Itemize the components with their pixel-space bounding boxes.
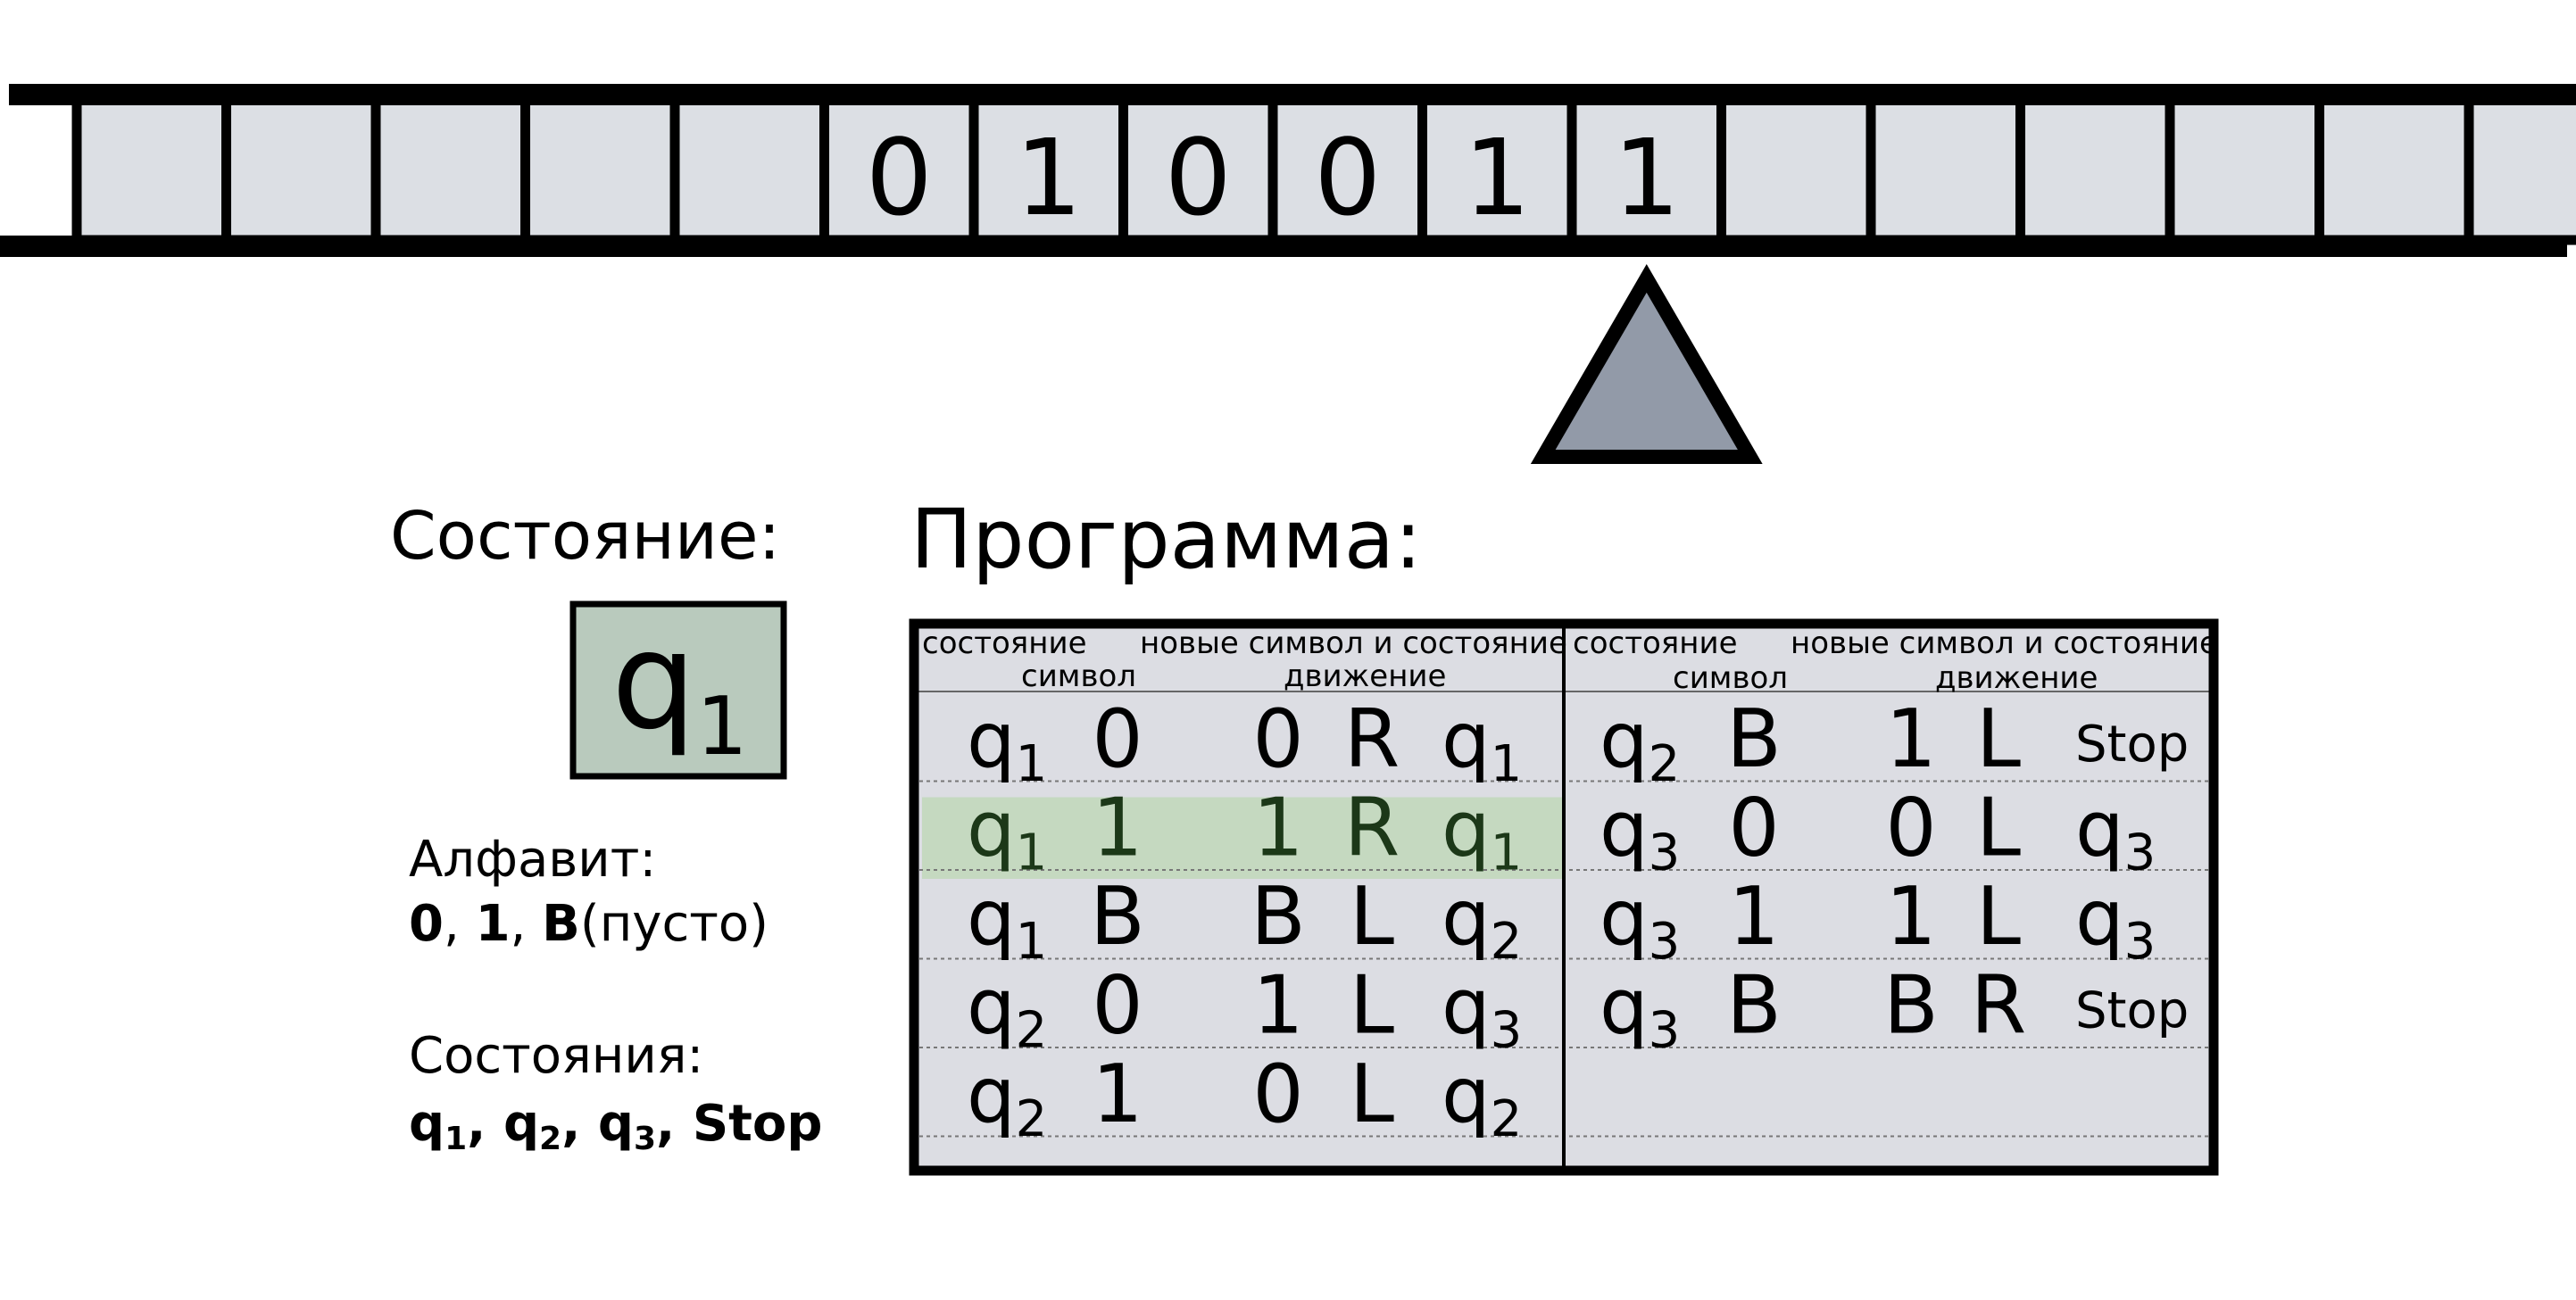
rule-state: q3 (1600, 874, 1680, 971)
rule-move: R (1344, 692, 1400, 786)
header-symbol-left: символ (1021, 658, 1136, 694)
rule-state: q1 (967, 874, 1047, 971)
rule-read-symbol: 0 (1092, 692, 1143, 786)
active-rule-highlight (922, 797, 1564, 879)
tape-cell (2464, 95, 2576, 245)
rule-next-state: Stop (2075, 716, 2189, 774)
tape-top-rail (9, 84, 2576, 105)
rule-move: L (1350, 1047, 1394, 1141)
rule-next-state: q1 (1442, 785, 1522, 882)
tape-bottom-rail (0, 236, 2567, 257)
tape-cell-symbol: 1 (1015, 116, 1082, 239)
read-write-head-icon (1530, 264, 1763, 464)
rule-next-state: q2 (1442, 1051, 1522, 1148)
tape-cell (520, 95, 680, 245)
rule-state: q3 (1600, 785, 1680, 882)
rule-write-symbol: 0 (1885, 782, 1936, 875)
rule-move: L (1976, 870, 2021, 964)
rule-read-symbol: B (1726, 692, 1782, 786)
rule-read-symbol: 0 (1092, 959, 1143, 1053)
rule-read-symbol: 1 (1092, 1047, 1143, 1141)
tape-cell-symbol: 0 (1314, 116, 1381, 239)
rule-state: q2 (967, 963, 1047, 1060)
tape-cell (1866, 95, 2025, 245)
header-new-left: новые символ и состояние (1140, 625, 1567, 661)
alphabet-title: Алфавит: (409, 831, 656, 889)
header-state-right: состояние (1573, 625, 1738, 661)
current-state-box (569, 600, 787, 780)
rule-move: L (1976, 692, 2021, 786)
rule-write-symbol: 1 (1252, 782, 1303, 875)
rule-write-symbol: B (1251, 870, 1306, 964)
states-title: Состояния: (409, 1027, 703, 1085)
tape-cell-symbol: 0 (1165, 116, 1232, 239)
tape-cell (1716, 95, 1876, 245)
tape-cell-symbol: 1 (1613, 116, 1680, 239)
tape-cell (2314, 95, 2474, 245)
rule-move: R (1971, 959, 2027, 1053)
rule-next-state: q3 (1442, 963, 1522, 1060)
rule-state: q2 (967, 1051, 1047, 1148)
program-highlights (922, 797, 1564, 879)
rule-write-symbol: 0 (1252, 1047, 1303, 1141)
rule-write-symbol: 1 (1252, 959, 1303, 1053)
header-symbol-right: символ (1673, 660, 1788, 696)
rule-state: q1 (967, 785, 1047, 882)
alphabet-symbols: 0, 1, B(пусто) (409, 895, 769, 953)
rule-move: L (1350, 870, 1394, 964)
rule-move: L (1350, 959, 1394, 1053)
tape-cell (2165, 95, 2324, 245)
header-state-left: состояние (922, 625, 1087, 661)
rule-read-symbol: 1 (1092, 782, 1143, 875)
rule-move: L (1976, 782, 2021, 875)
header-move-right: движение (1935, 660, 2098, 696)
rule-next-state: Stop (2075, 982, 2189, 1040)
rule-next-state: q3 (2075, 785, 2156, 882)
rule-state: q1 (967, 696, 1047, 793)
rule-read-symbol: 0 (1728, 782, 1779, 875)
rule-next-state: q1 (1442, 696, 1522, 793)
tape-cell (71, 95, 231, 245)
tape-cell (221, 95, 381, 245)
rule-read-symbol: B (1726, 959, 1782, 1053)
rule-write-symbol: 1 (1885, 692, 1936, 786)
tape-cell (370, 95, 530, 245)
rule-write-symbol: 0 (1252, 692, 1303, 786)
rule-write-symbol: 1 (1885, 870, 1936, 964)
rule-write-symbol: B (1883, 959, 1939, 1053)
rule-read-symbol: B (1090, 870, 1145, 964)
states-list: q1, q2, q3, Stop (409, 1095, 822, 1157)
rule-next-state: q2 (1442, 874, 1522, 971)
header-move-left: движение (1284, 658, 1446, 694)
tape-cell-symbol: 0 (866, 116, 933, 239)
tape-cell (669, 95, 829, 245)
current-state-value: q1 (611, 604, 747, 774)
rule-next-state: q3 (2075, 874, 2156, 971)
header-new-right: новые символ и состояние (1791, 625, 2218, 661)
state-panel-title: Состояние: (390, 498, 780, 575)
rule-move: R (1344, 782, 1400, 875)
rule-state: q2 (1600, 696, 1680, 793)
tape-cell (2015, 95, 2175, 245)
tape-cell-symbol: 1 (1464, 116, 1531, 239)
rule-state: q3 (1600, 963, 1680, 1060)
rule-read-symbol: 1 (1728, 870, 1779, 964)
program-title: Программа: (910, 492, 1422, 587)
